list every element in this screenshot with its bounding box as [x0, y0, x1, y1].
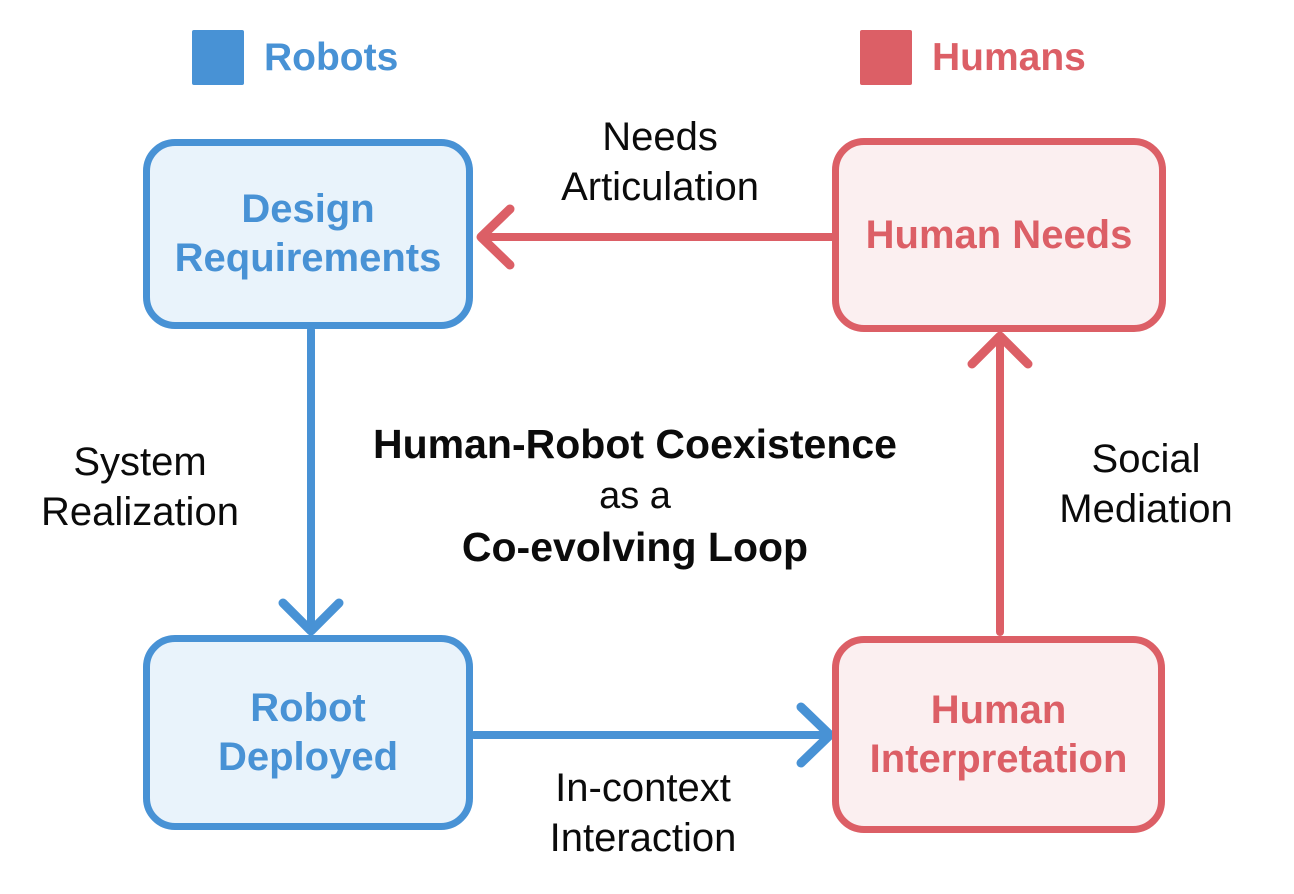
arrow-head-right-icon [796, 702, 835, 768]
arrow-head-down-icon [278, 598, 344, 636]
needs-articulation-arrow [476, 204, 836, 270]
node-robot-deployed: Robot Deployed [143, 635, 473, 830]
edge-label-in-context-interaction: In-context Interaction [549, 766, 737, 860]
node-human-interpretation: Human Interpretation [832, 636, 1165, 833]
social-mediation-arrow [967, 331, 1033, 636]
diagram-title: Human-Robot Coexistence as a Co-evolving… [315, 418, 955, 574]
title-line-1: Human-Robot Coexistence [373, 421, 897, 467]
in-context-interaction-arrow [470, 702, 835, 768]
title-line-2: as a [599, 475, 671, 517]
node-human-needs: Human Needs [832, 138, 1166, 332]
arrow-head-left-icon [476, 204, 515, 270]
edge-label-system-realization: System Realization [41, 440, 239, 534]
node-design-requirements: Design Requirements [143, 139, 473, 329]
legend-label-humans: Humans [932, 36, 1086, 79]
legend-label-robots: Robots [264, 36, 399, 79]
legend-item-humans: Humans [860, 30, 1086, 85]
edge-label-social-mediation: Social Mediation [1059, 437, 1233, 531]
legend-item-robots: Robots [192, 30, 398, 85]
humans-color-swatch [860, 30, 912, 85]
arrow-head-up-icon [967, 331, 1033, 369]
title-line-3: Co-evolving Loop [461, 524, 809, 570]
robots-color-swatch [192, 30, 244, 85]
edge-label-needs-articulation: Needs Articulation [561, 115, 759, 209]
system-realization-arrow [278, 326, 344, 636]
